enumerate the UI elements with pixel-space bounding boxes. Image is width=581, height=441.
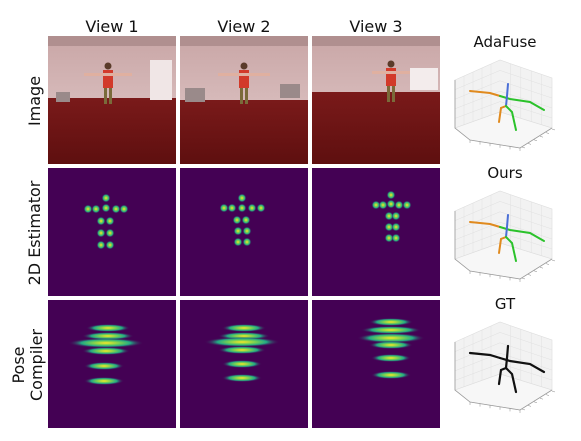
image-view-3 bbox=[312, 36, 440, 164]
method-title-adafuse: AdaFuse bbox=[473, 33, 536, 51]
pose-3d-plot-adafuse bbox=[454, 59, 556, 151]
row-label-pose: Pose bbox=[9, 346, 28, 383]
heatmap-compiler-view-3 bbox=[312, 300, 440, 428]
pose-3d-plot-gt bbox=[454, 321, 556, 413]
row-label-compiler: Compiler bbox=[27, 329, 46, 401]
heatmap-compiler-view-1 bbox=[48, 300, 176, 428]
column-header-view-3: View 3 bbox=[349, 17, 402, 36]
column-header-view-1: View 1 bbox=[85, 17, 138, 36]
heatmap-2d-view-1 bbox=[48, 168, 176, 296]
row-label-2d-estimator: 2D Estimator bbox=[25, 180, 44, 285]
method-title-gt: GT bbox=[495, 295, 516, 313]
method-title-ours: Ours bbox=[487, 164, 522, 182]
image-view-2 bbox=[180, 36, 308, 164]
heatmap-2d-view-2 bbox=[180, 168, 308, 296]
row-label-image: Image bbox=[25, 76, 44, 126]
heatmap-2d-view-3 bbox=[312, 168, 440, 296]
pose-3d-plot-ours bbox=[454, 190, 556, 282]
column-header-view-2: View 2 bbox=[217, 17, 270, 36]
image-view-1 bbox=[48, 36, 176, 164]
heatmap-compiler-view-2 bbox=[180, 300, 308, 428]
